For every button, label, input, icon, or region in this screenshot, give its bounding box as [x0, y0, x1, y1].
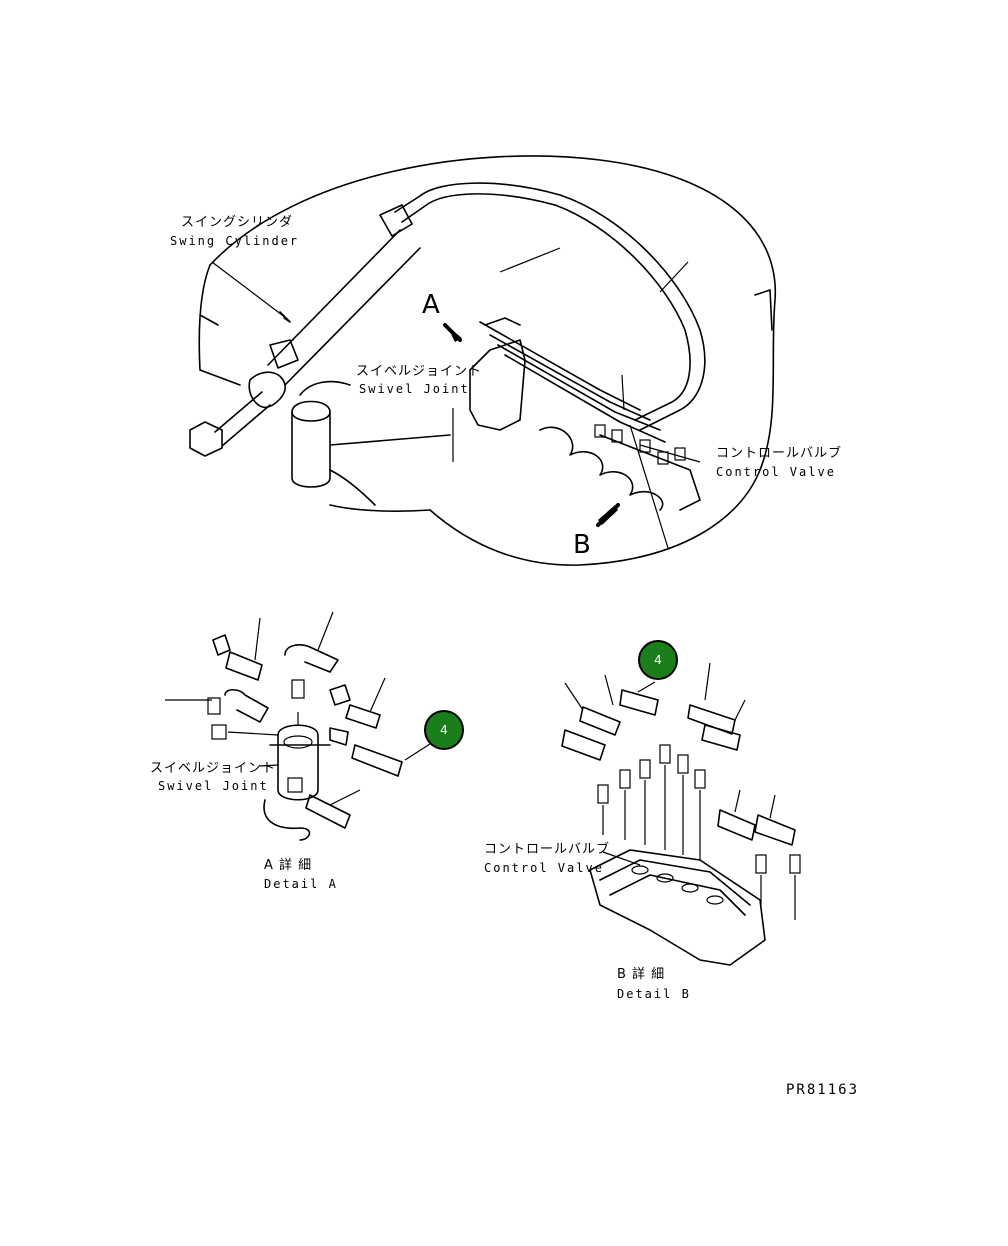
detail-b-control-valve-label-jp: コントロールバルブ: [484, 842, 611, 857]
drawing-code: PR81163: [786, 1082, 860, 1098]
detail-b-callout-4[interactable]: 4: [638, 640, 678, 680]
detail-a-swivel-joint-label-en: Swivel Joint: [158, 779, 269, 793]
detail-a-title-jp: A 詳 細: [264, 858, 313, 873]
view-arrow-b-label: B: [573, 530, 591, 560]
swing-cylinder-label-jp: スイングシリンダ: [181, 215, 294, 230]
control-valve-label-jp: コントロールバルブ: [716, 446, 843, 461]
detail-a-swivel-joint-label-jp: スイベルジョイント: [150, 761, 277, 776]
swivel-joint-label-en: Swivel Joint: [359, 382, 470, 396]
machine-body-outline: [198, 155, 777, 566]
control-valve-label-en: Control Valve: [716, 465, 836, 479]
swing-cylinder: [189, 182, 561, 457]
swivel-joint-label-jp: スイベルジョイント: [356, 364, 483, 379]
view-arrows: [443, 323, 620, 527]
detail-b-drawing: [561, 662, 801, 966]
view-arrow-a-label: A: [422, 290, 440, 320]
detail-a-drawing: [165, 611, 431, 841]
detail-a-title-en: Detail A: [264, 877, 338, 891]
control-valve-main: [469, 317, 701, 549]
swing-cylinder-label-en: Swing Cylinder: [170, 234, 300, 248]
detail-a-callout-4[interactable]: 4: [424, 710, 464, 750]
detail-b-control-valve-label-en: Control Valve: [484, 861, 604, 875]
swivel-joint-main: [291, 380, 454, 506]
detail-b-title-en: Detail B: [617, 987, 691, 1001]
hose-loop: [499, 194, 706, 431]
detail-b-title-jp: B 詳 細: [617, 967, 666, 982]
